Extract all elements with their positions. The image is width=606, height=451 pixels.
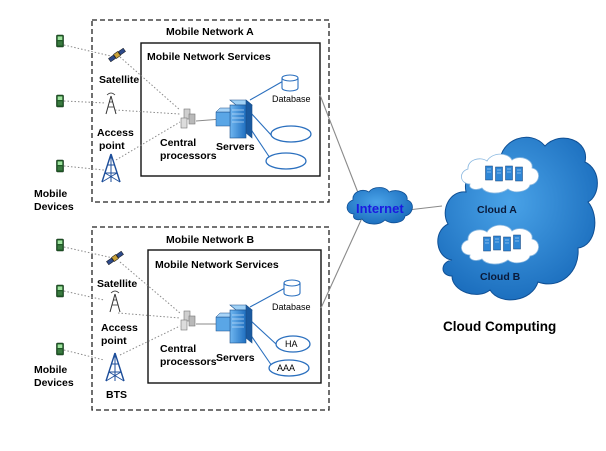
service-node-ellipse [265,152,307,170]
internet-cloud-link [407,205,443,211]
access-point-icon [105,92,117,115]
bts-tower-icon [105,352,125,382]
network-a-title: Mobile Network A [166,26,254,38]
mobile-phone-icon [56,94,64,108]
cloud-a-icon [461,153,539,194]
network-b-title: Mobile Network B [166,234,255,246]
cloud-a-label: Cloud A [477,204,517,216]
service-node-ellipse [270,125,312,143]
access-point-label-line2: point [99,140,125,152]
network-b-internet-link [320,217,363,309]
central-processors-label-line2: processors [160,150,217,162]
network-a-internet-link [319,94,363,204]
satellite-label: Satellite [97,278,137,290]
mobile-devices-label-line1: Mobile [34,364,67,376]
mobile-phone-icon [56,159,64,173]
database-icon [281,74,299,92]
mobile-devices-label-line2: Devices [34,201,74,213]
mobile-phone-icon [56,238,64,252]
network-b-services-title: Mobile Network Services [155,259,279,271]
central-processors-label-line1: Central [160,343,196,355]
network-b-boundary [91,226,330,411]
access-point-label-line2: point [101,335,127,347]
network-a-boundary [91,19,330,203]
mobile-phone-icon [56,342,64,356]
database-label: Database [272,94,311,104]
servers-label: Servers [216,141,255,153]
cloud-computing-title: Cloud Computing [443,319,556,334]
servers-label: Servers [216,352,255,364]
central-processors-label-line2: processors [160,356,217,368]
mobile-phone-icon [56,34,64,48]
central-processors-label-line1: Central [160,137,196,149]
ha-node [275,335,311,353]
mobile-phone-icon [56,284,64,298]
bts-tower-icon [101,153,121,183]
internet-cloud-icon [346,187,413,225]
aaa-label: AAA [277,363,295,373]
satellite-label: Satellite [99,74,139,86]
access-point-icon [109,290,121,313]
aaa-node [268,359,310,377]
mobile-devices-label-line2: Devices [34,377,74,389]
bts-label: BTS [106,389,127,401]
cloud-b-icon [461,224,539,265]
internet-label: Internet [356,201,404,216]
database-icon [283,279,301,297]
mobile-devices-label-line1: Mobile [34,188,67,200]
cloud-b-label: Cloud B [480,271,521,283]
access-point-label-line1: Access [101,322,138,334]
network-a-services-title: Mobile Network Services [147,51,271,63]
access-point-label-line1: Access [97,127,134,139]
ha-label: HA [285,339,298,349]
database-label: Database [272,302,311,312]
